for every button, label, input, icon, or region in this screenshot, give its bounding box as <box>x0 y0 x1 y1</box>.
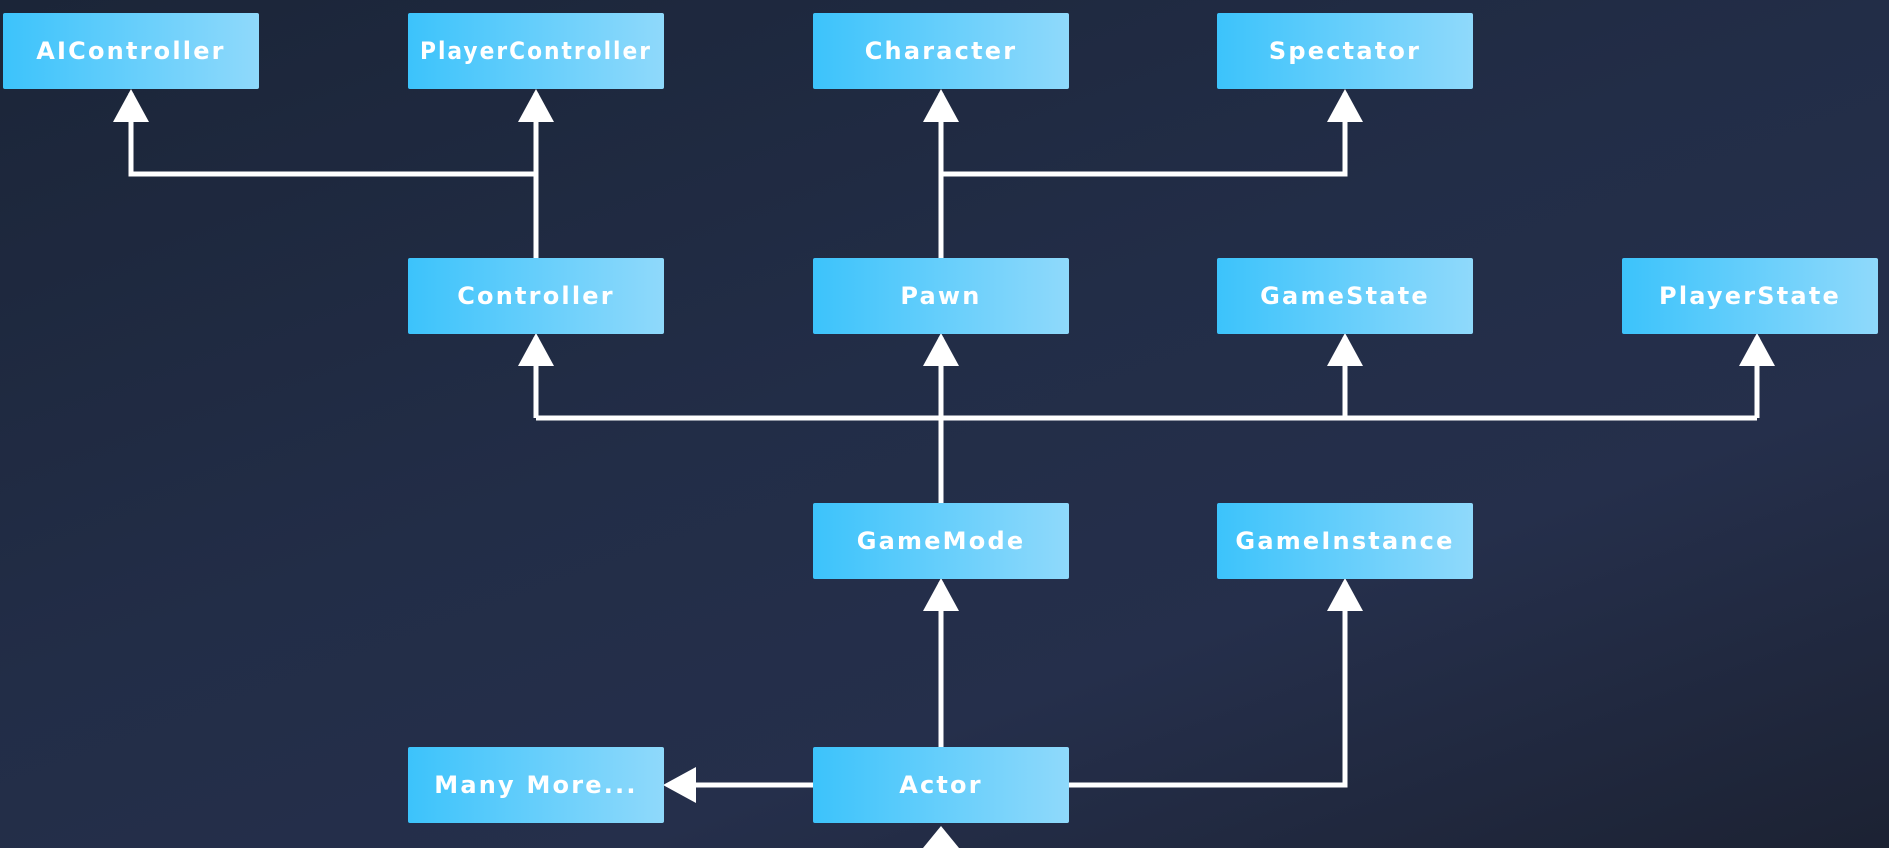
arrowhead-gamemode <box>923 578 959 611</box>
arrowhead-manymore <box>663 767 696 803</box>
node-controller-box <box>408 258 664 334</box>
node-gamestate[interactable]: GameState <box>1217 258 1473 334</box>
node-spectator[interactable]: Spectator <box>1217 13 1473 89</box>
arrowhead-playerstate <box>1739 333 1775 366</box>
connector-controller-up <box>128 93 539 258</box>
node-pawn-box <box>813 258 1069 334</box>
node-controller[interactable]: Controller <box>408 258 664 334</box>
node-aicontroller-label: AIController <box>36 37 225 65</box>
node-character-label: Character <box>865 37 1018 65</box>
arrowhead-actor-parent <box>923 826 959 848</box>
node-pawn-label: Pawn <box>900 282 981 310</box>
node-playercontroller-label: PlayerController <box>420 37 652 65</box>
node-playerstate-box <box>1622 258 1878 334</box>
node-playerstate[interactable]: PlayerState <box>1622 258 1878 334</box>
node-gamemode-label: GameMode <box>857 527 1026 555</box>
node-many-more[interactable]: Many More... <box>408 747 664 823</box>
node-gamestate-label: GameState <box>1260 282 1430 310</box>
arrowhead-playercontroller <box>518 89 554 122</box>
node-many-more-label: Many More... <box>434 771 637 799</box>
connector-pawn-up <box>938 93 1348 258</box>
node-gameinstance-label: GameInstance <box>1235 527 1454 555</box>
node-actor[interactable]: Actor <box>813 747 1069 823</box>
node-character[interactable]: Character <box>813 13 1069 89</box>
node-aicontroller-box <box>3 13 259 89</box>
arrowhead-pawn <box>923 333 959 366</box>
node-controller-label: Controller <box>457 282 615 310</box>
arrowhead-gameinstance <box>1327 578 1363 611</box>
node-character-box <box>813 13 1069 89</box>
node-spectator-box <box>1217 13 1473 89</box>
connector-gamemode-up <box>533 337 1760 503</box>
node-gamestate-box <box>1217 258 1473 334</box>
arrowhead-aicontroller <box>113 89 149 122</box>
arrowhead-spectator <box>1327 89 1363 122</box>
node-actor-label: Actor <box>899 771 983 799</box>
node-gameinstance[interactable]: GameInstance <box>1217 503 1473 579</box>
node-aicontroller[interactable]: AIController <box>3 13 259 89</box>
arrowheads <box>113 89 1775 848</box>
node-gamemode[interactable]: GameMode <box>813 503 1069 579</box>
arrowhead-character <box>923 89 959 122</box>
node-many-more-box <box>408 747 664 823</box>
node-gamemode-box <box>813 503 1069 579</box>
node-playercontroller[interactable]: PlayerController <box>408 13 664 89</box>
node-actor-box <box>813 747 1069 823</box>
connectors <box>128 93 1760 788</box>
connector-actor-gameinstance <box>1068 582 1348 788</box>
node-spectator-label: Spectator <box>1269 37 1421 65</box>
node-playerstate-label: PlayerState <box>1659 282 1841 310</box>
arrowhead-controller <box>518 333 554 366</box>
node-playercontroller-box <box>408 13 664 89</box>
node-pawn[interactable]: Pawn <box>813 258 1069 334</box>
node-gameinstance-box <box>1217 503 1473 579</box>
arrowhead-gamestate <box>1327 333 1363 366</box>
